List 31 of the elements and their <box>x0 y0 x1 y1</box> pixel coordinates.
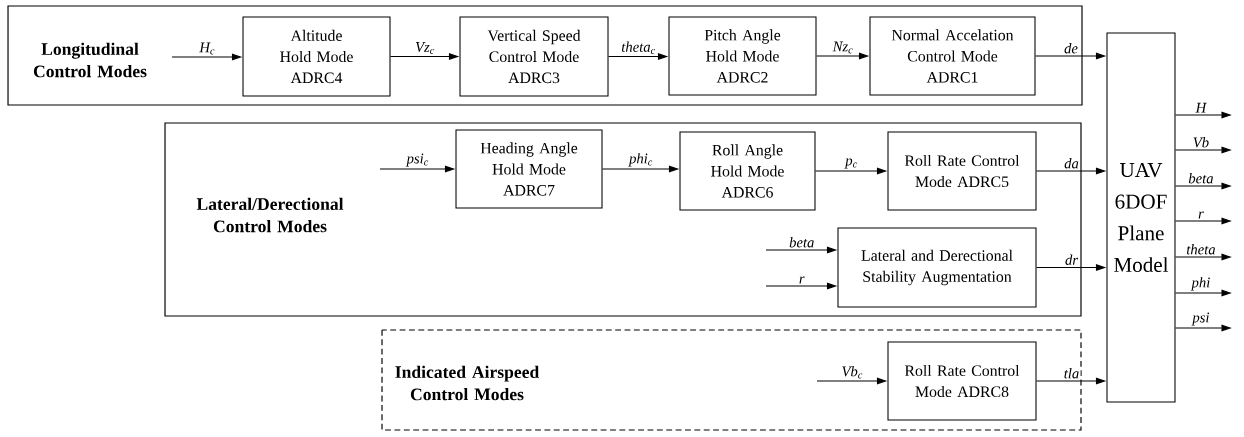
process-box: Roll Angle Hold Mode ADRC6 <box>679 131 816 211</box>
edge-label: theta$_{c}$ <box>620 40 657 56</box>
edge-label: Vb <box>1191 135 1211 149</box>
process-box: Pitch Angle Hold Mode ADRC2 <box>668 16 817 96</box>
process-box: Roll Rate Control Mode ADRC8 <box>887 341 1037 421</box>
edge-label: Vz$_{c}$ <box>413 40 437 56</box>
edge-label: Nz$_{c}$ <box>831 40 855 55</box>
edge-label: phi$_{c}$ <box>627 151 655 168</box>
edge-label: p$_{c}$ <box>844 157 859 170</box>
model-block: UAV 6DOF Plane Model <box>1106 32 1176 403</box>
edge-label: beta <box>1187 171 1215 185</box>
process-box: Lateral and Derectional Stability Augmentation <box>837 227 1037 308</box>
edge-label: da <box>1063 156 1080 170</box>
process-box: Altitude Hold Mode ADRC4 <box>242 16 391 97</box>
edge-label: r <box>1196 210 1205 220</box>
edge-label: dr <box>1063 253 1080 267</box>
edge-label: H$_{c}$ <box>198 41 217 56</box>
edge-label: H <box>1194 101 1208 114</box>
edge-label: r <box>797 275 806 285</box>
edge-label: psi <box>1191 311 1211 327</box>
edge-label: tla <box>1062 366 1081 380</box>
process-box: Vertical Speed Control Mode ADRC3 <box>459 16 609 97</box>
edge-label: theta <box>1185 242 1217 256</box>
edge-label: phi <box>1190 275 1212 292</box>
process-box: Roll Rate Control Mode ADRC5 <box>887 131 1037 211</box>
process-box: Heading Angle Hold Mode ADRC7 <box>455 129 603 209</box>
edge-label: Vb$_{c}$ <box>840 364 865 380</box>
process-box: Normal Accelation Control Mode ADRC1 <box>869 16 1036 96</box>
edge-label: psi$_{c}$ <box>405 152 431 168</box>
edge-label: de <box>1062 41 1080 55</box>
edge-label: beta <box>787 235 816 249</box>
